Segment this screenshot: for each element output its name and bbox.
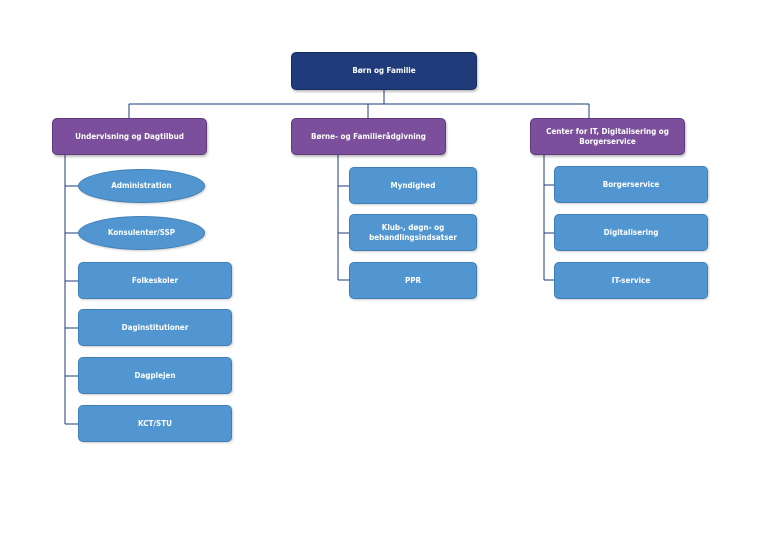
unit-label: Borgerservice bbox=[602, 179, 660, 189]
unit-myndighed: Myndighed bbox=[349, 167, 477, 204]
unit-it-service: IT-service bbox=[554, 262, 708, 299]
unit-ppr: PPR bbox=[349, 262, 477, 299]
unit-digitalisering: Digitalisering bbox=[554, 214, 708, 251]
unit-konsulenter-ssp: Konsulenter/SSP bbox=[78, 216, 205, 250]
unit-klub-doegn-behandling: Klub-, døgn- og behandlingsindsatser bbox=[349, 214, 477, 251]
root-label: Børn og Familie bbox=[352, 66, 416, 76]
unit-dagplejen: Dagplejen bbox=[78, 357, 232, 394]
department-head-it: Center for IT, Digitalisering og Borgers… bbox=[530, 118, 685, 155]
unit-label: Konsulenter/SSP bbox=[107, 228, 176, 238]
unit-administration: Administration bbox=[78, 169, 205, 203]
unit-label: PPR bbox=[404, 275, 422, 285]
unit-label: Administration bbox=[111, 181, 172, 191]
department-label: Center for IT, Digitalisering og Borgers… bbox=[546, 126, 669, 146]
unit-label: Dagplejen bbox=[134, 370, 176, 380]
unit-borgerservice: Borgerservice bbox=[554, 166, 708, 203]
department-label: Undervisning og Dagtilbud bbox=[75, 131, 184, 141]
department-head-raadgivning: Børne- og Familierådgivning bbox=[291, 118, 446, 155]
root-node: Børn og Familie bbox=[291, 52, 477, 90]
unit-label: Digitalisering bbox=[603, 227, 659, 237]
unit-label: Folkeskoler bbox=[131, 275, 179, 285]
unit-label: Myndighed bbox=[390, 180, 436, 190]
unit-daginstitutioner: Daginstitutioner bbox=[78, 309, 232, 346]
department-label: Børne- og Familierådgivning bbox=[311, 131, 426, 141]
unit-folkeskoler: Folkeskoler bbox=[78, 262, 232, 299]
unit-kct-stu: KCT/STU bbox=[78, 405, 232, 442]
unit-label: KCT/STU bbox=[138, 418, 172, 428]
department-head-undervisning: Undervisning og Dagtilbud bbox=[52, 118, 207, 155]
unit-label: Daginstitutioner bbox=[121, 322, 189, 332]
unit-label: Klub-, døgn- og behandlingsindsatser bbox=[369, 222, 457, 242]
unit-label: IT-service bbox=[611, 275, 651, 285]
